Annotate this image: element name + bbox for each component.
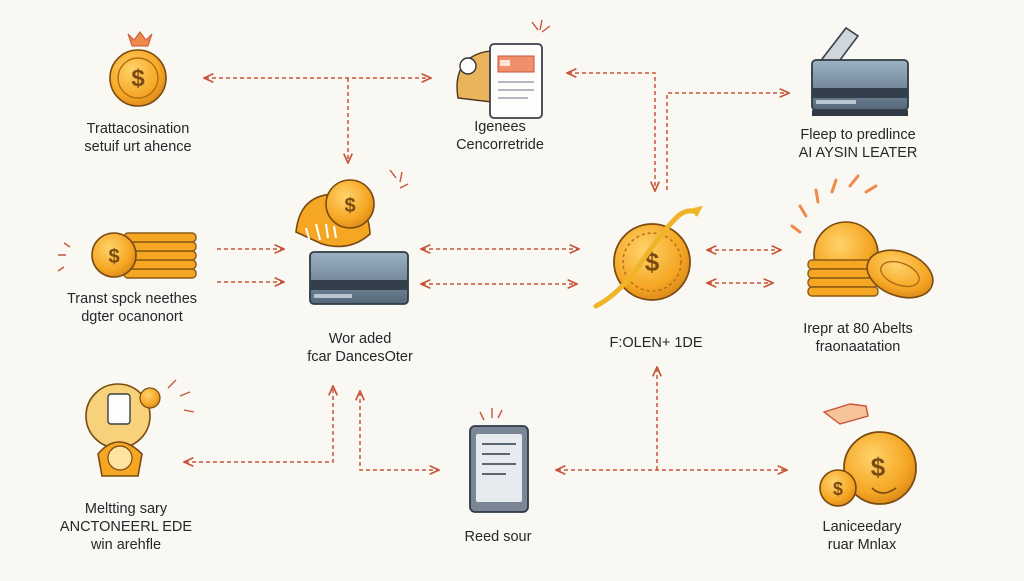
label-line: setuif urt ahence bbox=[84, 139, 192, 155]
label-line: win arehfle bbox=[90, 537, 162, 553]
coin-icon: $ bbox=[109, 31, 167, 107]
person-coin-icon bbox=[85, 379, 195, 477]
label-top-right: Fleep to predlince AI AYSIN LEATER bbox=[799, 126, 918, 162]
label-bottom-left: Meltting sary ANCTONEERL EDE win arehfle bbox=[60, 500, 192, 554]
label-mid-center-right: F:OLEN+ 1DE bbox=[609, 334, 702, 352]
label-line: F:OLEN+ 1DE bbox=[609, 335, 703, 351]
label-line: Igenees bbox=[474, 119, 526, 135]
connector-bottomleft-up bbox=[185, 387, 333, 462]
label-line: Reed sour bbox=[464, 529, 532, 545]
printer-icon bbox=[810, 26, 909, 116]
label-line: fraonaatation bbox=[815, 339, 901, 355]
label-line: Fleep to predlince bbox=[800, 127, 916, 143]
label-line: fcar DancesOter bbox=[307, 349, 413, 365]
label-bottom-center: Reed sour bbox=[465, 528, 532, 546]
svg-text:$: $ bbox=[833, 479, 843, 499]
label-line: Cencorretride bbox=[456, 137, 544, 153]
label-mid-center-left: Wor aded fcar DancesOter bbox=[307, 330, 413, 366]
label-line: Transt spck neethes bbox=[66, 291, 198, 307]
document-icon bbox=[456, 19, 551, 119]
label-line: Trattacosination bbox=[86, 121, 190, 137]
svg-text:$: $ bbox=[131, 65, 145, 92]
label-line: Meltting sary bbox=[84, 501, 168, 517]
coin-stack-icon: $ bbox=[57, 232, 197, 279]
connector-up-to-tablet bbox=[360, 392, 438, 470]
label-line: AI AYSIN LEATER bbox=[798, 145, 918, 161]
coin-pile-icon bbox=[790, 174, 934, 299]
connector-topcenter-right bbox=[568, 73, 655, 190]
label-bottom-right: Laniceedary ruar Mnlax bbox=[823, 518, 902, 554]
label-top-left: Trattacosination setuif urt ahence bbox=[84, 120, 191, 156]
svg-text:$: $ bbox=[871, 452, 886, 482]
connectors bbox=[185, 73, 788, 470]
label-line: Wor aded bbox=[328, 331, 392, 347]
coin-swirl-icon: $ bbox=[593, 205, 703, 309]
label-line: dgter ocanonort bbox=[81, 309, 183, 325]
label-top-center: Igenees Cencorretride bbox=[456, 118, 544, 154]
label-line: ANCTONEERL EDE bbox=[59, 519, 193, 535]
svg-text:$: $ bbox=[344, 195, 355, 217]
label-mid-right: Irepr at 80 Abelts fraonaatation bbox=[803, 320, 913, 356]
label-line: Irepr at 80 Abelts bbox=[803, 321, 913, 337]
server-coin-icon: $ bbox=[295, 169, 409, 305]
label-line: Laniceedary bbox=[822, 519, 902, 535]
tablet-icon bbox=[469, 408, 529, 513]
label-line: ruar Mnlax bbox=[827, 537, 897, 553]
label-mid-left: Transt spck neethes dgter ocanonort bbox=[67, 290, 197, 326]
svg-text:$: $ bbox=[108, 246, 119, 268]
coins-icon: $ $ bbox=[819, 403, 917, 507]
connector-to-topright bbox=[666, 93, 788, 190]
